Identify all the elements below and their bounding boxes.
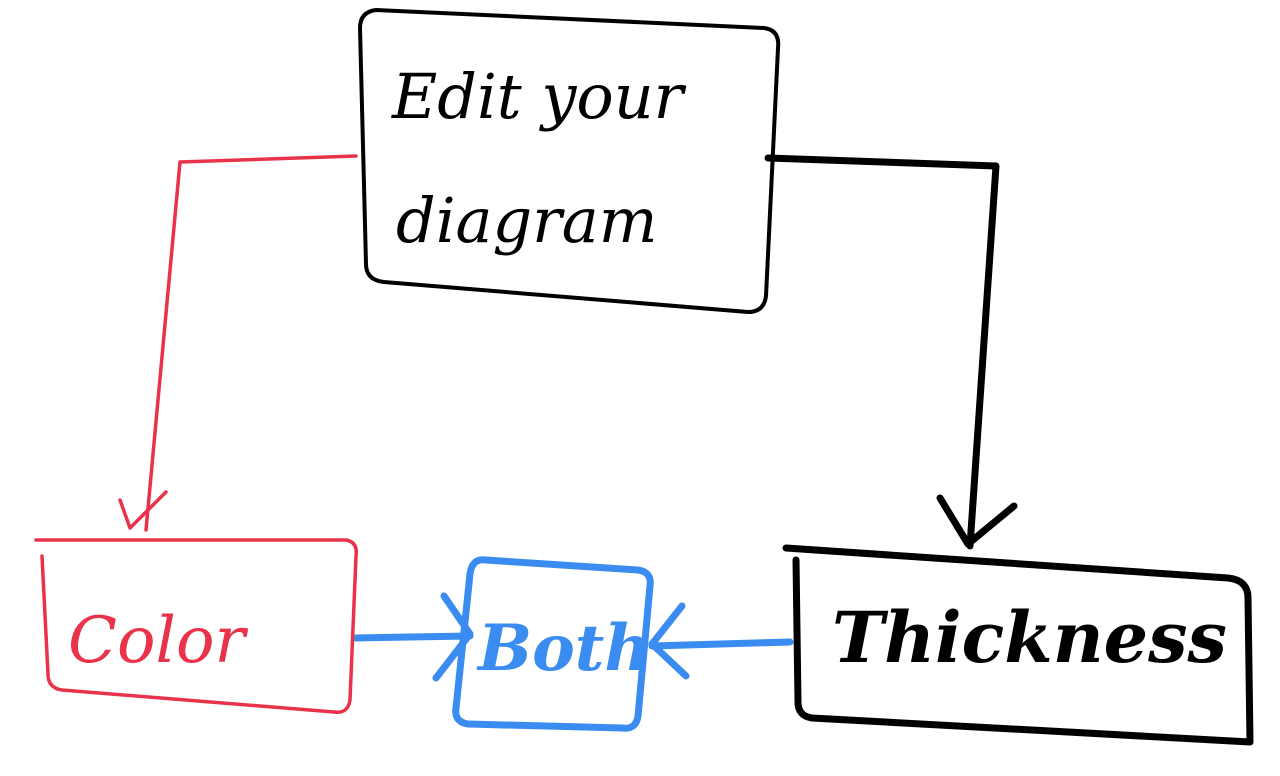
edge-edit-to-color xyxy=(118,154,358,532)
node-edit-your-diagram[interactable]: Edit your diagram xyxy=(358,8,781,314)
edge-edit-to-thickness-line xyxy=(764,154,1000,550)
node-color-box xyxy=(34,538,359,714)
node-color[interactable]: Color xyxy=(34,538,359,714)
node-both-box xyxy=(452,556,654,732)
node-edit-your-diagram-box xyxy=(358,8,781,314)
edge-edit-to-thickness xyxy=(764,154,1018,550)
node-thickness[interactable]: Thickness xyxy=(782,544,1254,746)
node-both-label: Both xyxy=(476,611,651,686)
edge-edit-to-thickness-arrowhead xyxy=(936,494,1018,548)
edge-color-to-both-line xyxy=(352,632,474,642)
edge-edit-to-color-line xyxy=(144,154,358,532)
node-edit-your-diagram-line1: Edit your xyxy=(391,60,687,133)
node-thickness-label: Thickness xyxy=(832,596,1227,679)
node-thickness-box xyxy=(782,544,1254,746)
edge-color-to-both-arrowhead xyxy=(432,592,474,682)
edge-thickness-to-both xyxy=(648,602,794,680)
node-edit-your-diagram-line2: diagram xyxy=(396,184,658,257)
node-both[interactable]: Both xyxy=(452,556,654,732)
node-color-label: Color xyxy=(68,604,249,678)
edge-thickness-to-both-arrowhead xyxy=(648,602,690,680)
edge-edit-to-color-arrowhead xyxy=(118,490,168,530)
edge-thickness-to-both-line xyxy=(648,638,794,650)
edge-color-to-both xyxy=(352,592,474,682)
